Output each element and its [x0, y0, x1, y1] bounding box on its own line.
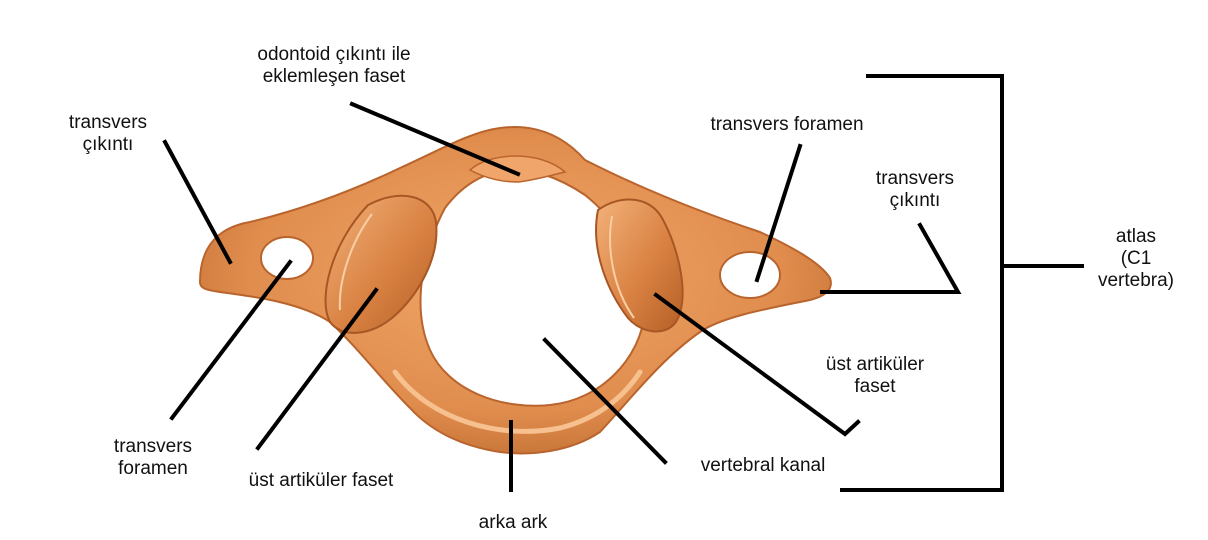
atlas-bracket: [840, 76, 1084, 490]
label-superior-facet-right: üst artiküler faset: [800, 354, 950, 398]
label-odontoid-facet: odontoid çıkıntı ile eklemleşen faset: [234, 44, 434, 88]
label-transverse-foramen-left: transvers foramen: [88, 436, 218, 480]
left-transverse-foramen-hole: [261, 237, 313, 279]
label-atlas: atlas (C1 vertebra): [1076, 226, 1196, 292]
right-transverse-foramen-hole: [720, 252, 780, 298]
label-transverse-process-left: transvers çıkıntı: [48, 112, 168, 156]
label-transverse-foramen-right: transvers foramen: [682, 114, 892, 136]
label-transverse-process-right: transvers çıkıntı: [850, 168, 980, 212]
label-posterior-arch: arka ark: [448, 512, 578, 534]
label-superior-facet-left: üst artiküler faset: [206, 470, 436, 492]
leader-transverse-process-left: [165, 142, 230, 262]
label-vertebral-canal: vertebral kanal: [668, 455, 858, 477]
leader-transverse-process-right: [822, 225, 958, 292]
